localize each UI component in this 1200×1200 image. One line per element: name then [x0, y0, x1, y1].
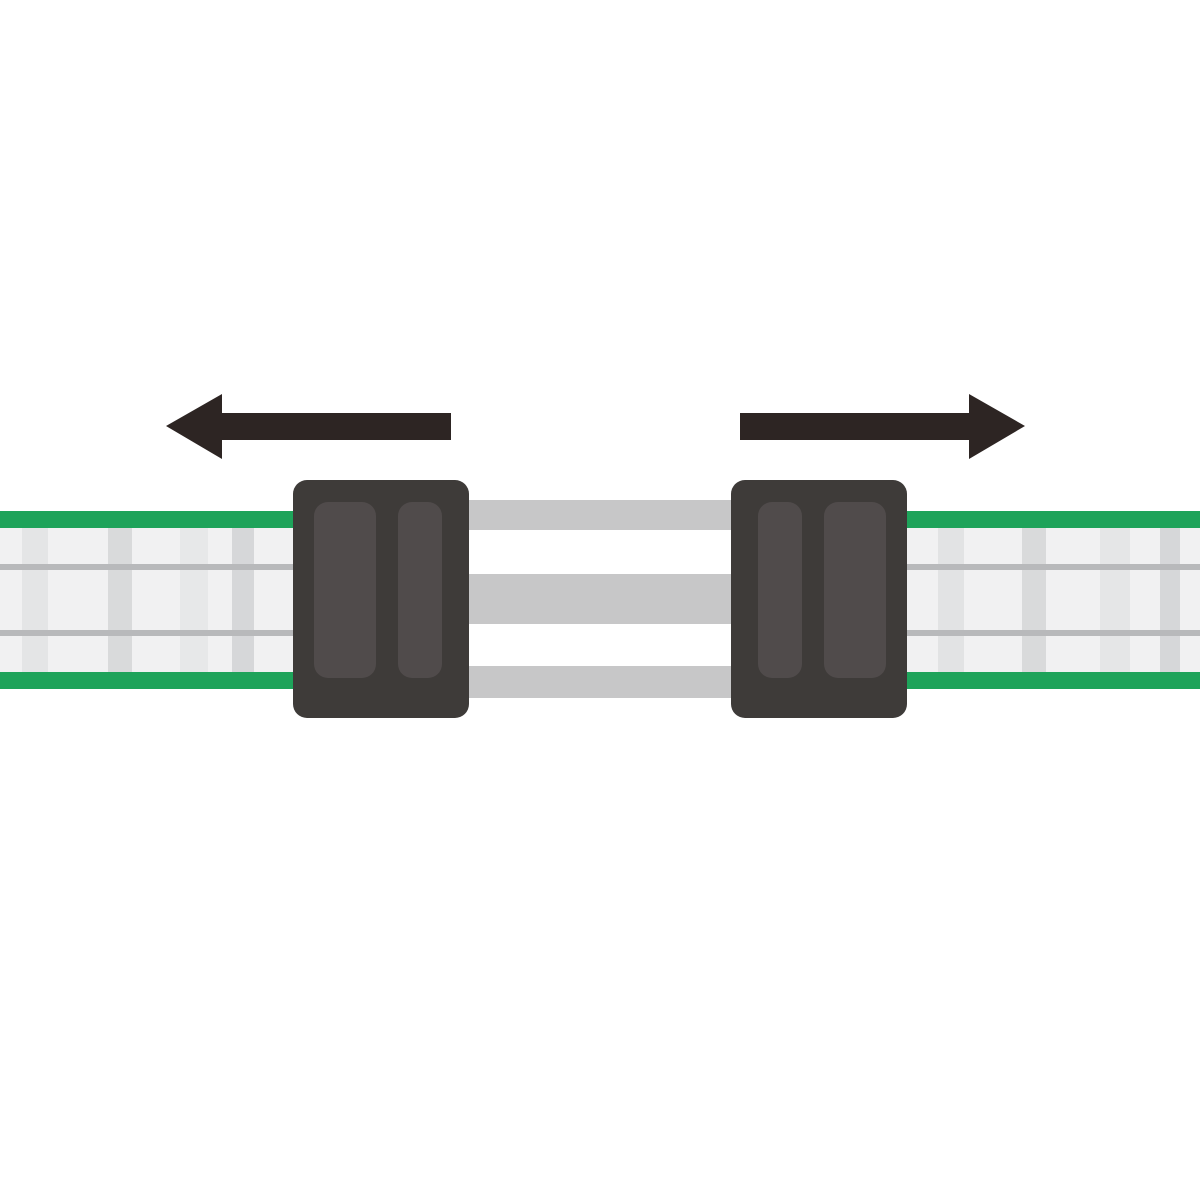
left-connector-inset	[398, 502, 442, 678]
left-tape-stripe	[180, 528, 208, 673]
right-connector-inset	[758, 502, 802, 678]
right-tape-edge-bottom	[900, 672, 1200, 689]
right-tape-stripe	[938, 528, 964, 673]
left-tape-edge-top	[0, 511, 300, 528]
left-connector-inset	[314, 502, 376, 678]
arrow-right-icon	[740, 394, 1025, 459]
left-tape-stripe	[108, 528, 132, 673]
wire-middle	[460, 574, 745, 624]
wire-bottom	[460, 666, 745, 698]
right-connector-inset	[824, 502, 886, 678]
left-tape-stripe	[22, 528, 48, 673]
right-connector	[731, 480, 907, 718]
arrow-left-icon	[166, 394, 451, 459]
right-tape-line	[900, 630, 1200, 636]
right-tape-stripe	[1022, 528, 1046, 673]
right-tape-stripe	[1100, 528, 1130, 673]
wires	[460, 500, 745, 698]
right-tape-edge-top	[900, 511, 1200, 528]
left-tape-line	[0, 564, 300, 570]
left-tape-line	[0, 630, 300, 636]
left-tape-stripe	[232, 528, 254, 673]
right-tape-line	[900, 564, 1200, 570]
right-tape-stripe	[1160, 528, 1180, 673]
wire-top	[460, 500, 745, 530]
left-tape	[0, 511, 300, 689]
right-tape	[900, 511, 1200, 689]
left-tape-edge-bottom	[0, 672, 300, 689]
left-connector	[293, 480, 469, 718]
